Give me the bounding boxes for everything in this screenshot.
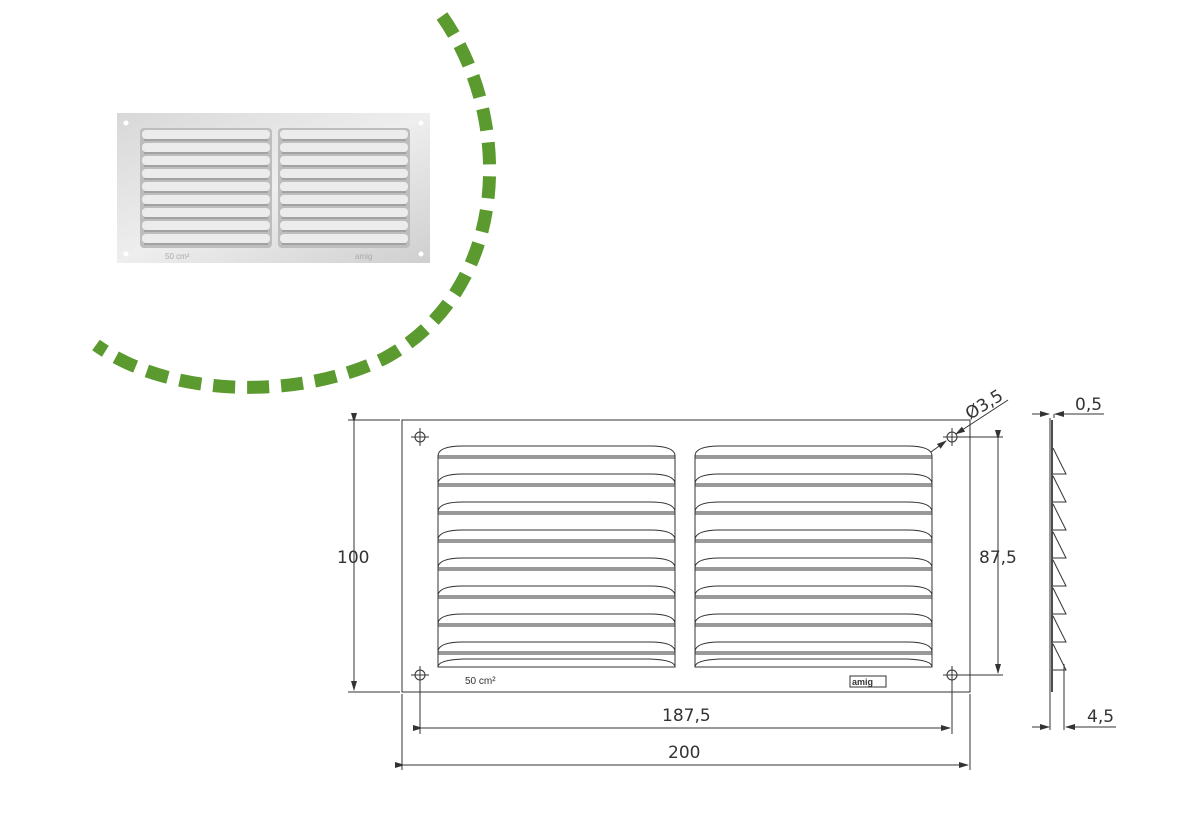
louver-fin-profile <box>1052 503 1067 531</box>
photo-area-stamp: 50 cm² <box>165 252 190 261</box>
louver-slat <box>437 613 676 625</box>
louver-slat <box>694 613 933 625</box>
side-view: 0,5 4,5 <box>1032 395 1116 730</box>
louver-slat <box>694 445 933 457</box>
louver-slat <box>437 529 676 541</box>
louver-slat <box>437 557 676 569</box>
louver-fin-profile <box>1052 615 1067 643</box>
product-photo: 50 cm² amig <box>117 113 430 263</box>
mounting-hole-icon <box>943 428 961 446</box>
dimension-height: 100 <box>337 413 400 693</box>
dim-hole-diameter-label: Ø3,5 <box>962 386 1007 424</box>
photo-logo-stamp: amig <box>355 252 372 261</box>
louver-fin-profile <box>1052 447 1067 475</box>
dim-width-label: 200 <box>668 743 700 763</box>
dimension-hole-spacing-width: 187,5 <box>413 680 953 734</box>
dimension-hole-spacing-height: 87,5 <box>960 430 1017 676</box>
logo-box <box>849 675 887 688</box>
dim-depth-label: 4,5 <box>1087 707 1114 727</box>
louver-fin-profile <box>1052 587 1067 615</box>
louver-slat <box>437 585 676 597</box>
dashed-arc-decoration <box>92 12 497 394</box>
louver-slat <box>694 501 933 513</box>
louver-slat <box>437 501 676 513</box>
louver-fin-profile <box>1052 531 1067 559</box>
logo: amig <box>852 677 873 687</box>
louver-fin-profile <box>1052 559 1067 587</box>
louver-slat <box>694 585 933 597</box>
louver-slat <box>437 473 676 485</box>
mounting-hole-icon <box>411 428 429 446</box>
dim-height-label: 100 <box>337 548 369 568</box>
louver-slat <box>694 529 933 541</box>
louver-slat <box>437 445 676 457</box>
louver-fin-profile <box>1052 643 1067 671</box>
dim-hole-spacing-height-label: 87,5 <box>979 548 1017 568</box>
louver-slat <box>437 641 676 653</box>
louver-slat <box>694 473 933 485</box>
dim-thickness-label: 0,5 <box>1075 395 1102 415</box>
louver-panel <box>437 445 676 668</box>
louver-panel <box>694 445 933 668</box>
louver-fin-profile <box>1052 475 1067 503</box>
front-view: 50 cm² amig <box>401 419 971 693</box>
louver-slat <box>694 641 933 653</box>
louver-slat <box>694 557 933 569</box>
dimension-width: 200 <box>395 694 971 770</box>
dim-hole-spacing-width-label: 187,5 <box>662 706 711 726</box>
area-label: 50 cm² <box>465 676 496 687</box>
